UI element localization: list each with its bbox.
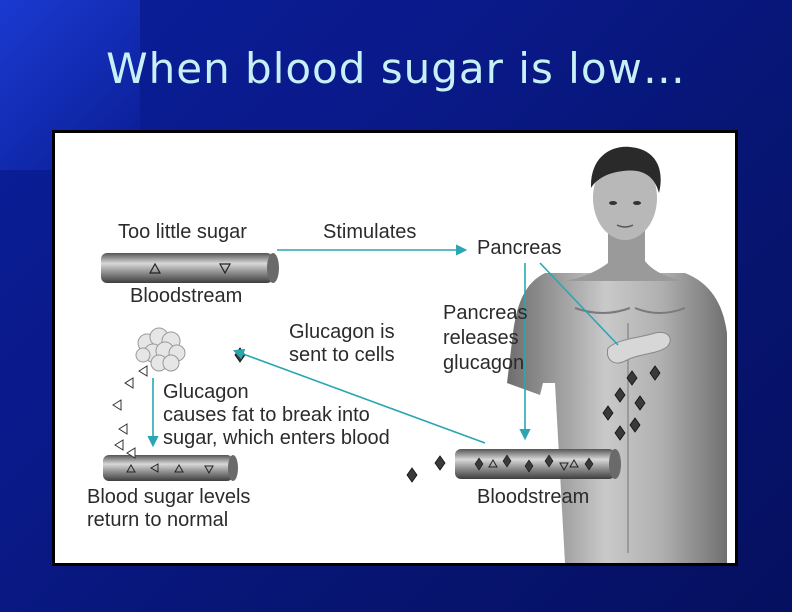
glucagon-sent-label: Glucagon is sent to cells — [289, 321, 395, 366]
fat-cells-image — [135, 327, 186, 372]
blood-sugar-normal-label: Blood sugar levels return to normal — [87, 486, 251, 531]
sugar-molecules — [112, 365, 148, 459]
pancreas-releases-label: Pancreas releases glucagon — [443, 302, 528, 374]
glucagon-diagram: Too little sugar Stimulates Pancreas Blo… — [52, 130, 738, 566]
bloodstream-tube-top — [101, 253, 279, 283]
bloodstream-tube-bottom — [103, 455, 238, 481]
bloodstream-tube-right — [455, 449, 621, 479]
human-torso-image — [507, 146, 727, 563]
bloodstream-top-label: Bloodstream — [130, 285, 243, 307]
bloodstream-right-label: Bloodstream — [477, 486, 590, 508]
stimulates-label: Stimulates — [323, 221, 417, 243]
glucagon-causes-label: Glucagon causes fat to break into sugar,… — [163, 381, 390, 449]
too-little-sugar-label: Too little sugar — [118, 221, 247, 243]
diagram-graphics — [101, 146, 727, 563]
slide-title: When blood sugar is low… — [106, 44, 686, 93]
pancreas-label: Pancreas — [477, 237, 562, 259]
process-arrows — [147, 244, 619, 448]
